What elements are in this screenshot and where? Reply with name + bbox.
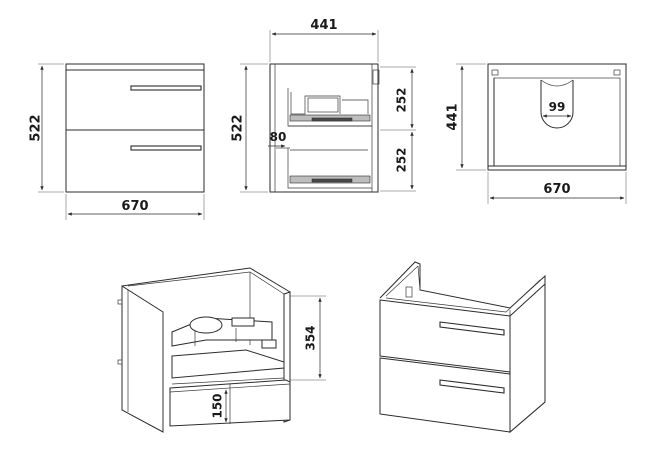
side-lower-drawer [276, 147, 372, 189]
iso-open-view: 150 354 [117, 267, 326, 433]
top-corner-right [613, 69, 621, 76]
iso-left-fitting-bottom [117, 359, 123, 365]
top-cutout-label: 99 [549, 100, 566, 114]
side-cabinet-outline [269, 63, 379, 193]
side-upper-drawer [287, 88, 372, 127]
top-siphon-cutout [540, 80, 574, 129]
iso-top-inner [127, 271, 285, 295]
iso-shelf-bracket [261, 339, 277, 349]
front-height-label: 522 [29, 114, 44, 141]
side-lower-drawer-label: 252 [395, 147, 409, 172]
iso-left-fitting-top [117, 299, 123, 305]
iso-lower-tray-rim [171, 377, 285, 385]
upper-runner-mechanism [311, 117, 353, 122]
top-cutout-arc [540, 79, 574, 87]
side-handle-upper [372, 69, 380, 85]
iso-closed-top-inner [385, 279, 541, 313]
upper-drawer-side [342, 99, 369, 114]
top-depth-label: 441 [446, 103, 461, 130]
front-upper-handle [130, 85, 202, 91]
front-lower-handle [130, 145, 202, 151]
iso-siphon-cutout [189, 316, 223, 334]
iso-drawer-height-label: 150 [211, 393, 225, 418]
front-width-label: 670 [121, 199, 148, 214]
front-view: 522 670 [29, 63, 205, 220]
iso-closed-lower-handle [439, 379, 505, 394]
top-view: 99 441 670 [446, 63, 627, 204]
top-width-label: 670 [543, 182, 570, 197]
top-inner-outline [493, 77, 621, 167]
iso-closed-upper-handle [439, 321, 505, 336]
iso-closed-back-post [417, 265, 421, 291]
side-gap-label: 80 [270, 130, 287, 144]
side-depth-label: 441 [310, 18, 337, 33]
side-view: 441 522 80 252 252 [231, 18, 416, 193]
top-cabinet-outline [487, 63, 627, 171]
lower-runner-mechanism [311, 178, 353, 183]
side-upper-drawer-label: 252 [395, 87, 409, 112]
iso-closed-right-panel [509, 282, 546, 434]
iso-closed-fitting [405, 286, 413, 298]
top-corner-left [491, 69, 499, 76]
side-height-label: 522 [231, 114, 246, 141]
iso-inner-height-label: 354 [304, 325, 318, 350]
upper-drawer-organizer [307, 97, 339, 113]
iso-closed-view [379, 261, 546, 434]
iso-shelf-block [231, 317, 255, 327]
upper-drawer-insert [290, 92, 341, 115]
front-cabinet-outline [65, 63, 205, 193]
iso-closed-left-rim [385, 265, 419, 297]
iso-lower-tray [171, 349, 285, 379]
lower-drawer-box [287, 148, 372, 189]
iso-upper-shelf [171, 317, 273, 347]
